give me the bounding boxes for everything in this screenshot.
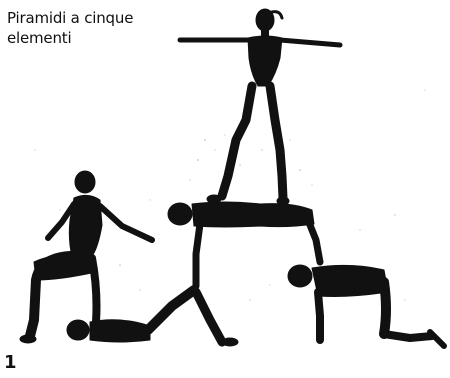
caption-line-2: elementi: [7, 28, 157, 48]
caption-line-1: Piramidi a cinque: [7, 8, 157, 28]
figure-standing-top: [180, 9, 340, 205]
figure-all-fours-right: [288, 265, 444, 346]
figure-caption: Piramidi a cinque elementi: [7, 8, 157, 48]
page-number: 1: [4, 352, 17, 373]
figure-kneeling-left: [20, 171, 152, 343]
